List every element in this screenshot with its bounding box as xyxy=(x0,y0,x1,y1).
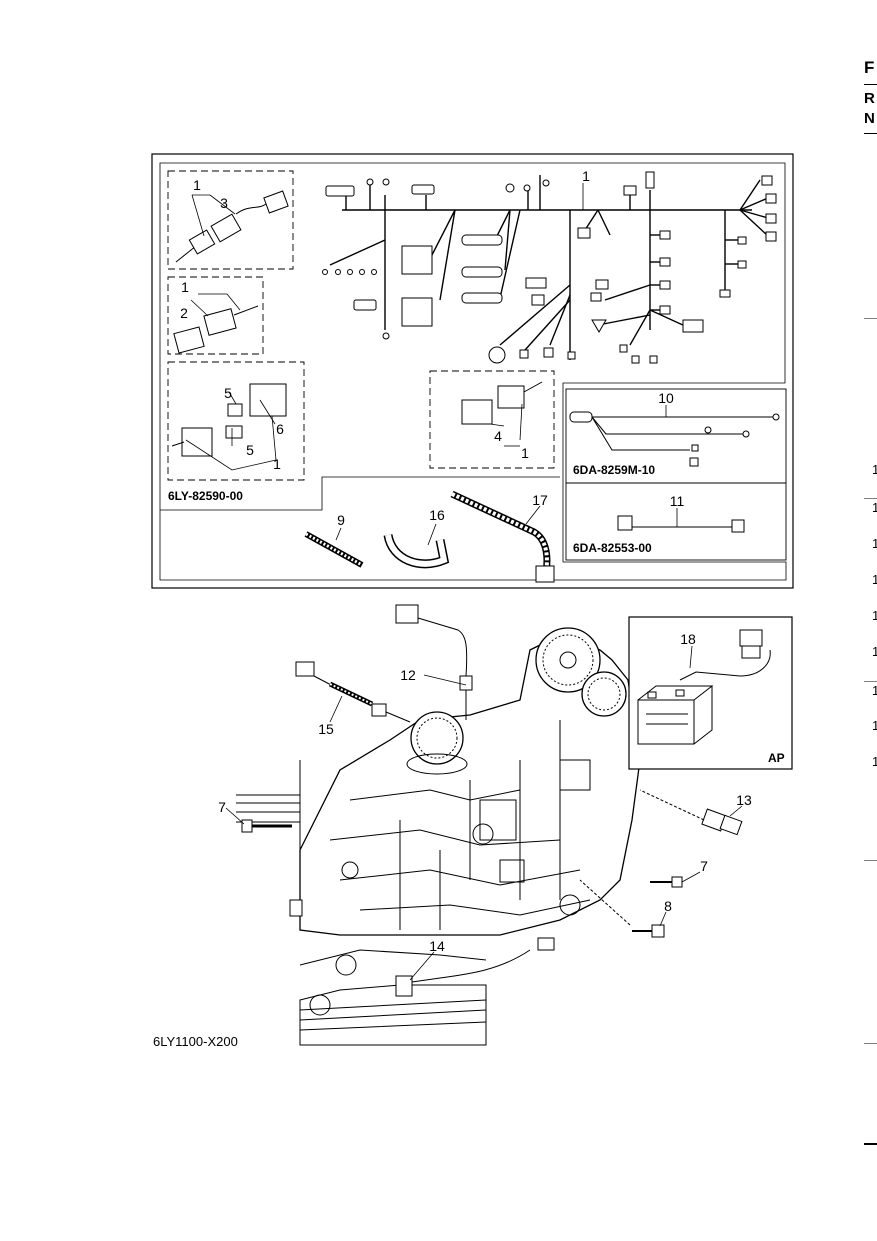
edge-rule-6 xyxy=(864,860,877,861)
callout-17: 17 xyxy=(532,492,548,508)
edge-rule-top xyxy=(864,84,877,85)
dashed-box-c xyxy=(167,361,305,481)
engine-illustration xyxy=(225,604,793,1046)
edge-one: 1 xyxy=(872,500,877,515)
callout-5-bottom: 5 xyxy=(246,442,254,458)
group-code-b: 6DA-82553-00 xyxy=(573,541,652,555)
edge-rule-3 xyxy=(864,318,877,319)
edge-rule-bottom xyxy=(864,1143,877,1145)
callout-7-right: 7 xyxy=(700,858,708,874)
dashed-box-a xyxy=(167,170,294,270)
ap-label: AP xyxy=(768,751,785,765)
callout-13: 13 xyxy=(736,792,752,808)
inner-outline xyxy=(159,162,787,581)
component-4 xyxy=(461,381,543,425)
callout-2: 2 xyxy=(180,305,188,321)
edge-rule-7 xyxy=(864,1043,877,1044)
relay-assembly-6 xyxy=(171,383,287,457)
inset-box-11 xyxy=(565,482,787,561)
callout-15: 15 xyxy=(318,721,334,737)
callout-10: 10 xyxy=(658,390,674,406)
callout-9: 9 xyxy=(337,512,345,528)
edge-rule-2 xyxy=(864,133,877,134)
callout-8: 8 xyxy=(664,898,672,914)
edge-letter-f: F xyxy=(864,58,875,77)
harness-11 xyxy=(617,515,745,533)
harness-connectors xyxy=(322,171,777,364)
group-code-a: 6DA-8259M-10 xyxy=(573,463,655,477)
connector-assembly-3 xyxy=(175,190,289,263)
edge-letter-r: R xyxy=(864,90,875,107)
edge-one: 1 xyxy=(872,536,877,551)
dashed-box-d xyxy=(429,370,555,469)
callout-1-inset-b: 1 xyxy=(181,279,189,295)
callout-1-inset-d: 1 xyxy=(521,445,529,461)
callout-14: 14 xyxy=(429,938,445,954)
callout-5-top: 5 xyxy=(224,385,232,401)
callout-4: 4 xyxy=(494,428,502,444)
edge-one: 1 xyxy=(872,644,877,659)
edge-one: 1 xyxy=(872,754,877,769)
callout-1-harness: 1 xyxy=(582,168,590,184)
dashed-box-b xyxy=(167,276,264,355)
callout-1-inset-c: 1 xyxy=(273,456,281,472)
callout-3: 3 xyxy=(220,195,228,211)
callout-6: 6 xyxy=(276,421,284,437)
connector-assembly-2 xyxy=(173,305,259,354)
edge-letter-n: N xyxy=(864,110,875,127)
callout-18: 18 xyxy=(680,631,696,647)
edge-one: 1 xyxy=(872,718,877,733)
callout-12: 12 xyxy=(400,667,416,683)
edge-one: 1 xyxy=(872,462,877,477)
edge-one: 1 xyxy=(872,572,877,587)
edge-one: 1 xyxy=(872,608,877,623)
callout-16: 16 xyxy=(429,507,445,523)
lower-callouts: 12 15 18 7 13 7 8 14 AP 6LY1100-X200 xyxy=(153,631,785,1049)
upper-panel: 1 1 3 1 2 5 6 5 1 4 1 10 11 9 16 17 6LY-… xyxy=(151,153,794,589)
harness-10 xyxy=(569,411,780,467)
figure-code: 6LY1100-X200 xyxy=(153,1034,238,1049)
callout-11: 11 xyxy=(670,493,685,509)
callout-7-left: 7 xyxy=(218,799,226,815)
group-code-main: 6LY-82590-00 xyxy=(168,489,243,503)
edge-one: 1 xyxy=(872,683,877,698)
ap-inset-box xyxy=(628,616,793,770)
edge-rule-4 xyxy=(864,498,877,499)
wire-harness xyxy=(329,175,769,360)
edge-rule-5 xyxy=(864,681,877,682)
callout-1-inset-a: 1 xyxy=(193,177,201,193)
leader-lines xyxy=(185,183,678,546)
